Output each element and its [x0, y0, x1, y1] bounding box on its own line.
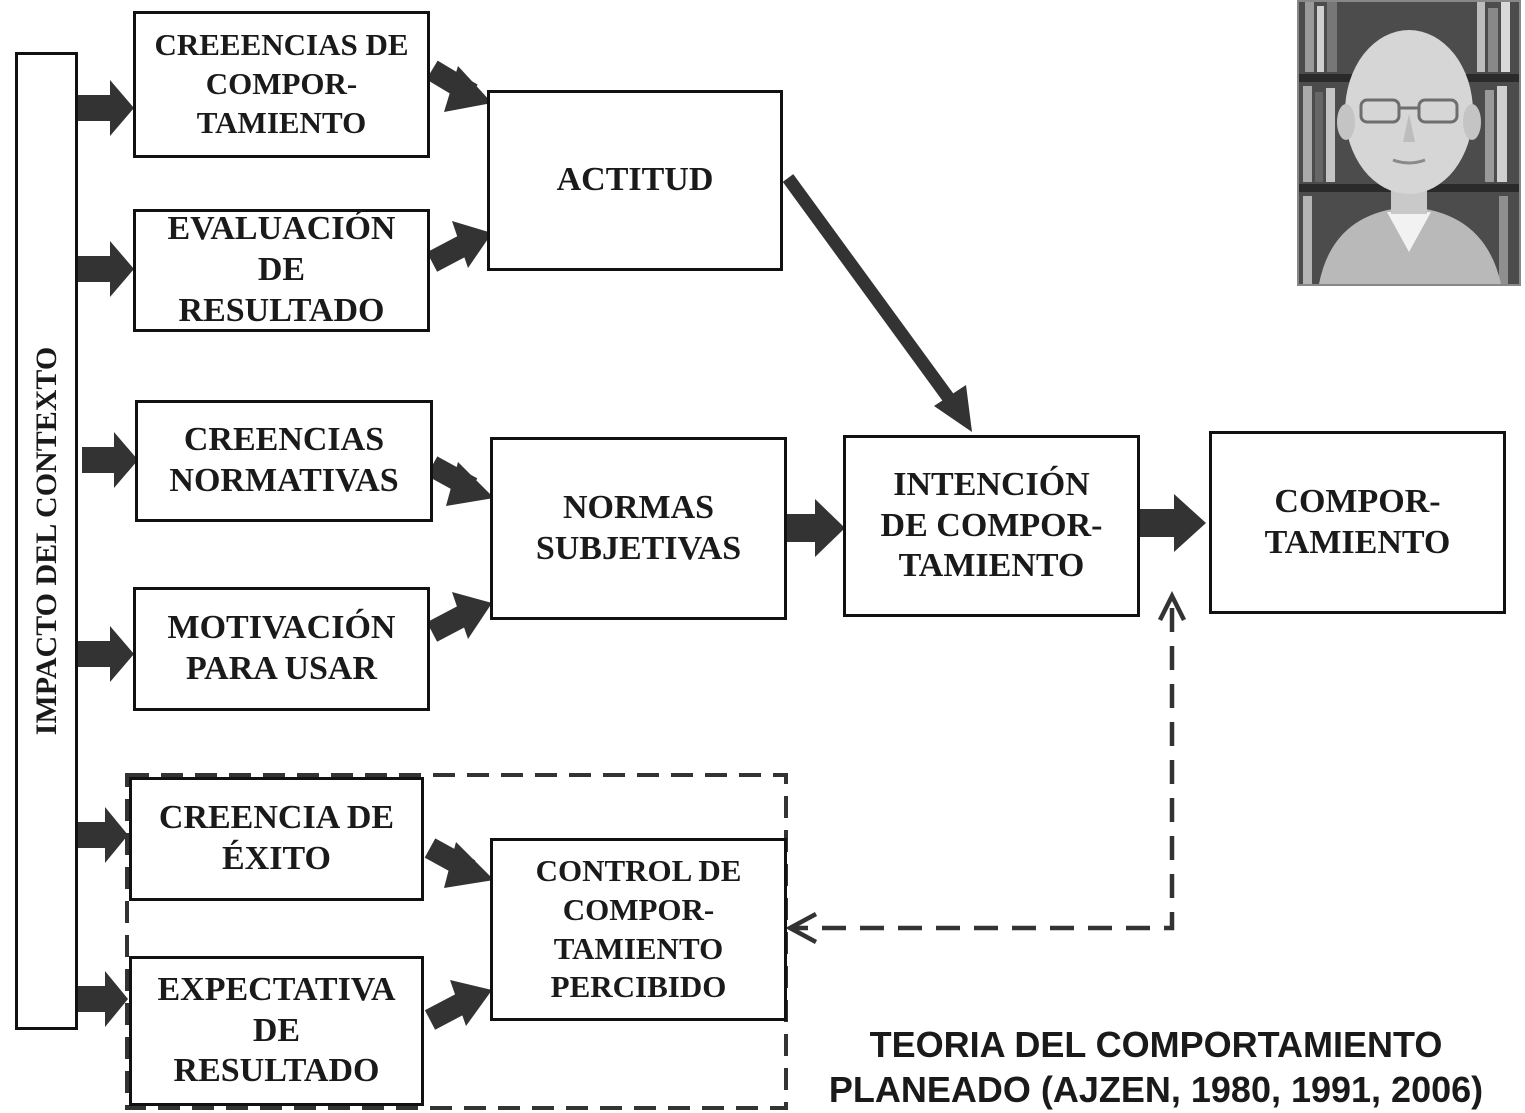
mouth: [1392, 158, 1426, 165]
box-motivacion-usar: MOTIVACIÓN PARA USAR: [133, 587, 430, 711]
arrow-expectativa-to-control: [424, 980, 492, 1030]
arrow-creencias-to-actitud: [426, 60, 492, 112]
head: [1345, 30, 1473, 194]
portrait-photo: [1297, 0, 1521, 286]
arrow-normas-to-intencion: [779, 499, 845, 557]
context-bar: IMPACTO DEL CONTEXTO: [15, 52, 78, 1030]
glasses: [1359, 98, 1459, 124]
caption-line-1: TEORIA DEL COMPORTAMIENTO: [869, 1024, 1443, 1065]
arrow-context-to-creencias: [78, 80, 134, 136]
right-ear: [1463, 104, 1481, 140]
box-creencia-exito: CREENCIA DE ÉXITO: [129, 777, 424, 901]
box-control-percibido: CONTROL DE COMPOR- TAMIENTO PERCIBIDO: [490, 838, 787, 1021]
arrow-creencias-normativas-to-normas: [426, 456, 494, 506]
arrow-context-to-evaluacion: [78, 241, 134, 297]
box-normas-subjetivas: NORMAS SUBJETIVAS: [490, 437, 787, 620]
box-comportamiento: COMPOR- TAMIENTO: [1209, 431, 1506, 614]
box-intencion-comportamiento: INTENCIÓN DE COMPOR- TAMIENTO: [843, 435, 1140, 617]
portrait-illustration: [1299, 2, 1519, 284]
nose: [1403, 114, 1415, 142]
arrow-context-to-creencias-normativas: [82, 432, 138, 488]
box-creencias-comportamiento: CREEENCIAS DE COMPOR- TAMIENTO: [133, 11, 430, 158]
arrow-context-to-expectativa: [78, 971, 128, 1027]
diagram-caption: TEORIA DEL COMPORTAMIENTO PLANEADO (AJZE…: [800, 1022, 1512, 1112]
arrow-context-to-motivacion: [78, 626, 134, 682]
arrow-exito-to-control: [424, 838, 494, 888]
arrow-context-to-exito: [78, 807, 128, 863]
context-label: IMPACTO DEL CONTEXTO: [29, 346, 63, 736]
arrow-intencion-to-comportamiento: [1138, 494, 1206, 552]
arrow-actitud-to-intencion: [782, 174, 972, 432]
dashed-feedback-path: [785, 590, 1187, 944]
left-ear: [1337, 104, 1355, 140]
shirt-collar: [1387, 212, 1431, 252]
arrow-motivacion-to-normas: [426, 592, 492, 642]
arrow-evaluacion-to-actitud: [426, 221, 492, 272]
box-actitud: ACTITUD: [487, 90, 783, 271]
box-expectativa-resultado: EXPECTATIVA DE RESULTADO: [129, 956, 424, 1106]
caption-line-2: PLANEADO (AJZEN, 1980, 1991, 2006): [828, 1069, 1484, 1110]
box-evaluacion-resultado: EVALUACIÓN DE RESULTADO: [133, 209, 430, 332]
box-creencias-normativas: CREENCIAS NORMATIVAS: [135, 400, 433, 522]
